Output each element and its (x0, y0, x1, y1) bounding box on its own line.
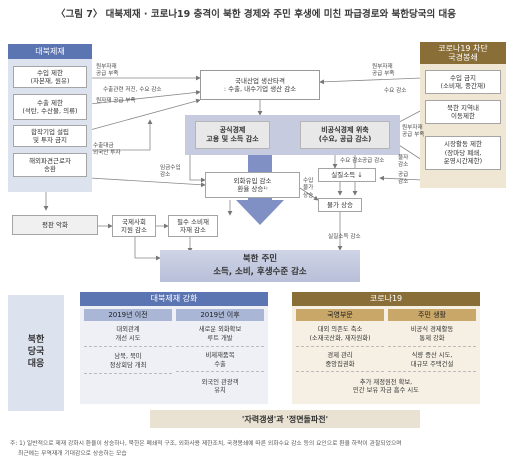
nk-residents-box: 북한 주민 소득, 소비, 후생수준 감소 (160, 250, 360, 282)
joint-venture-ban-box: 합작기업 설립 및 투자 금지 (13, 125, 87, 147)
resident-life-item: 식량 증산 시도, 대규모 주택건설 (388, 350, 476, 372)
label-r2: 수요 감소 (384, 88, 407, 94)
figure-title: 〈그림 7〉 대북제재 · 코로나19 충격이 북한 경제와 주민 후생에 미친… (55, 9, 457, 20)
label-l2: 수출관련 저진, 수요 감소 (103, 87, 162, 93)
pre-2019-item: 남북, 북미 정상회담 개최 (84, 350, 172, 374)
label-c1: 수요 감소 (340, 158, 363, 164)
sanctions-response-header: 대북제재 강화 (80, 292, 268, 306)
state-sector-item: 대외 의존도 축소 (소재국산화, 재자원화) (296, 323, 384, 347)
fx-inflow-box: 외화유입 감소 환율 상승¹⁾ (205, 172, 300, 198)
pre-2019-item: 대외관계 개선 시도 (84, 323, 172, 347)
label-r1: 원부자재 공급 부족 (372, 64, 395, 78)
essentials-box: 필수 소비재 자재 감소 (168, 215, 218, 237)
footnote-line-1: 주: 1) 일반적으로 제재 강화시 환율이 상승하나, 북한은 폐쇄적 구조,… (10, 441, 402, 447)
response-side-label: 북한 당국 대응 (8, 295, 64, 411)
market-restriction-box: 시장활동 제한 (장마당 폐쇄, 운영시간제한) (425, 136, 501, 170)
export-restriction-box: 수출 제한 (석탄, 수산물, 의류) (13, 94, 87, 120)
right-header: 코로나19 차단 국경봉쇄 (420, 42, 506, 64)
left-header: 대북제재 (8, 44, 92, 59)
official-economy-box: 공식경제 고용 및 소득 감소 (195, 121, 270, 149)
post-2019-item: 외국인 관광객 유치 (201, 378, 239, 394)
covid-extra-item: 추가 재정원천 확보, 민간 보유 자금 흡수 시도 (353, 378, 419, 394)
slogan-bar: '자력갱생'과 '정면돌파전' (150, 410, 420, 428)
reputation-deterioration-box: 평판 악화 (12, 215, 98, 235)
intl-support-box: 국제사회 지원 감소 (112, 215, 156, 237)
post-2019-header: 2019년 이후 (176, 309, 264, 321)
label-c4: 실질소득 감소 (328, 234, 361, 240)
state-sector-item: 경제 관리 중앙집권화 (296, 350, 384, 372)
footnote: 주: 1) 일반적으로 제재 강화시 환율이 상승하나, 북한은 폐쇄적 구조,… (10, 440, 504, 460)
import-restriction-box: 수입 제한 (자본재, 원유) (13, 66, 87, 88)
covid-response-header: 코로나19 (292, 292, 480, 306)
label-r5: 공급 감소 (398, 172, 409, 186)
unofficial-economy-box: 비공식경제 위축 (수요, 공급 감소) (300, 121, 390, 149)
real-income-box: 실질소득 ↓ (318, 168, 376, 182)
label-c3: 수입 물가 상승 (303, 178, 314, 199)
label-l4: 수출대금 외국인 투자 (93, 143, 121, 157)
label-l3: 원자재 공급 부족 (96, 98, 136, 104)
resident-life-item: 비공식 경제활동 통제 강화 (388, 323, 476, 347)
label-l5: 임금수입 감소 (160, 165, 181, 179)
post-2019-item: 비제재품목 수출 (176, 350, 264, 372)
label-l1: 원부자재 공급 부족 (96, 64, 119, 78)
post-2019-item: 새로운 외화확보 루트 개발 (176, 323, 264, 347)
domestic-production-box: 국내산업 생산타격 : 수출, 내수기업 생산 감소 (200, 70, 320, 100)
label-r3: 원부자재 공급 부족 (402, 125, 425, 139)
pre-2019-header: 2019년 이전 (84, 309, 172, 321)
worker-repatriation-box: 해외파견근로자 송환 (13, 153, 87, 177)
footnote-line-2: 최근에는 무역재개 기대감으로 상승하는 모습 (18, 450, 127, 457)
resident-life-header: 주민 생활 (388, 309, 476, 321)
label-r4: 물자 감소 (398, 155, 409, 169)
import-ban-box: 수입 금지 (소비재, 중간재) (425, 70, 501, 94)
price-rise-box: 물가 상승 (318, 198, 362, 212)
state-sector-header: 국영부문 (296, 309, 384, 321)
movement-restriction-box: 북한 지역내 이동제한 (425, 100, 501, 124)
label-c2: 공급 감소 (362, 158, 385, 164)
